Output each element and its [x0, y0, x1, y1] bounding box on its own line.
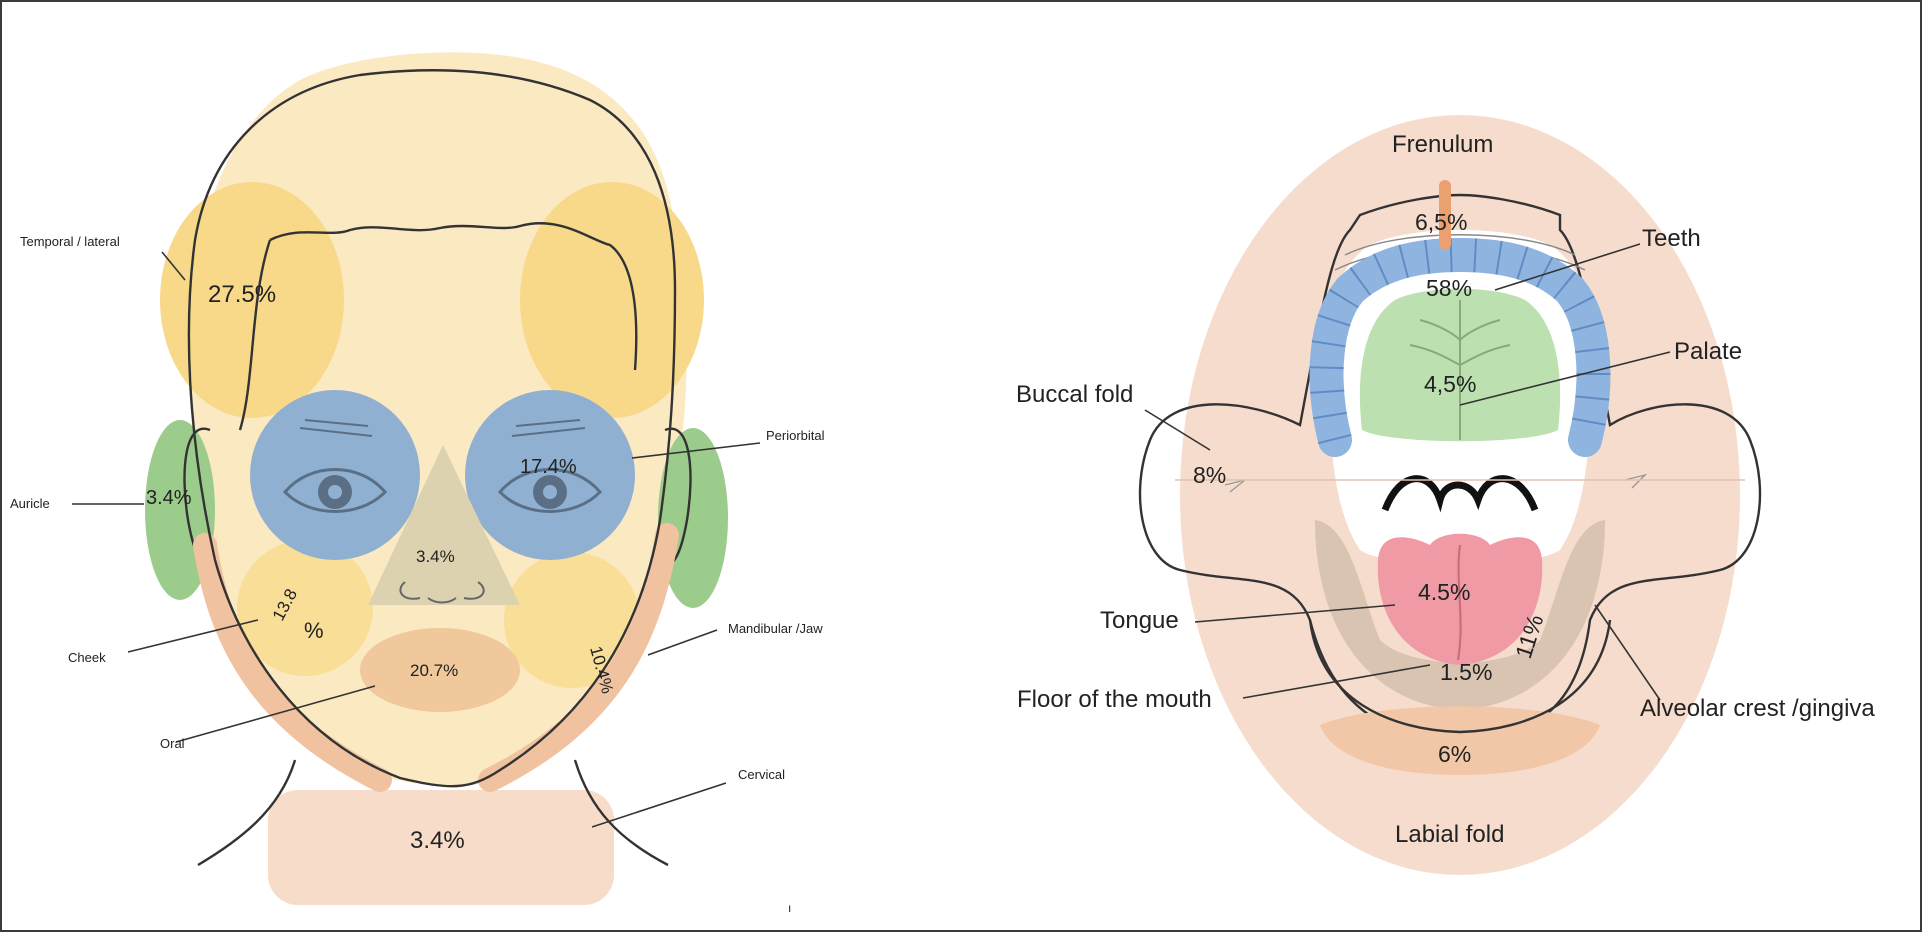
- cheek-left-region: [237, 540, 373, 676]
- value-teeth: 58%: [1426, 275, 1472, 301]
- eye-right-icon: [497, 419, 603, 513]
- hairline-left: [238, 239, 272, 431]
- leader-tongue: [1194, 604, 1396, 623]
- mouth-diagram: Frenulum Teeth Palate Buccal fold Tongue…: [1016, 115, 1875, 875]
- labial-fold-region: [1320, 706, 1600, 775]
- leader-alveolar: [1594, 604, 1661, 701]
- frenulum-region: [1439, 180, 1451, 250]
- value-floor: 1.5%: [1440, 659, 1492, 685]
- label-buccal-fold: Buccal fold: [1016, 381, 1133, 408]
- nose-icon: [399, 581, 485, 604]
- label-tongue: Tongue: [1100, 607, 1179, 634]
- label-cervical: Cervical: [738, 767, 785, 782]
- label-palate: Palate: [1674, 338, 1742, 365]
- cheek-right-region: [504, 552, 640, 688]
- upper-teeth-arch: [1309, 237, 1611, 457]
- value-cheek-percent: %: [304, 618, 324, 643]
- label-oral: Oral: [160, 736, 185, 751]
- jaw-outline: [213, 519, 662, 788]
- neck-left-line: [197, 759, 297, 867]
- eye-left-icon: [282, 419, 388, 513]
- value-temporal: 27.5%: [208, 281, 276, 308]
- cervical-region: [268, 790, 614, 905]
- oral-region: [360, 628, 520, 712]
- value-tongue: 4.5%: [1418, 579, 1470, 605]
- label-alveolar: Alveolar crest /gingiva: [1640, 695, 1875, 722]
- auricle-right-region: [658, 428, 728, 608]
- mandibular-left-band: [193, 533, 392, 792]
- vestibule-arc-1: [1344, 234, 1576, 256]
- lower-gum-region: [1315, 520, 1605, 710]
- temporal-left-region: [160, 182, 344, 418]
- face-diagram: Temporal / lateral Auricle Cheek Oral Pe…: [10, 52, 825, 915]
- tongue-midline: [1457, 544, 1462, 661]
- value-frenulum: 6,5%: [1415, 209, 1467, 235]
- label-mandibular: Mandibular /Jaw: [728, 621, 823, 636]
- buccal-outline: [1138, 193, 1762, 742]
- label-labial-fold: Labial fold: [1395, 821, 1504, 848]
- leader-periorbital: [631, 442, 761, 459]
- value-buccal-fold: 8%: [1193, 462, 1226, 488]
- label-periorbital: Periorbital: [766, 428, 825, 443]
- value-auricle: 3.4%: [146, 487, 192, 509]
- temporal-right-region: [520, 182, 704, 418]
- label-frenulum: Frenulum: [1392, 131, 1493, 158]
- label-cheek: Cheek: [68, 650, 106, 665]
- nasal-region: [368, 445, 520, 605]
- value-periorbital: 17.4%: [520, 456, 577, 478]
- value-palate: 4,5%: [1424, 371, 1476, 397]
- leader-oral: [175, 685, 376, 743]
- leader-cheek: [127, 619, 259, 653]
- stray-mark: ı: [788, 901, 791, 915]
- cheek-mark-right: [1624, 473, 1648, 489]
- value-cervical: 3.4%: [410, 827, 465, 854]
- leader-temporal: [161, 251, 186, 281]
- leader-mandibular: [647, 629, 718, 656]
- mandibular-right-band: [478, 523, 679, 792]
- label-teeth: Teeth: [1642, 225, 1701, 252]
- value-labial-fold: 6%: [1438, 741, 1471, 767]
- label-auricle: Auricle: [10, 496, 50, 511]
- leader-buccal: [1144, 409, 1211, 451]
- value-nasal: 3.4%: [416, 547, 455, 566]
- head-outline: [187, 69, 677, 561]
- uvula-icon: [1381, 475, 1539, 513]
- leader-teeth: [1494, 243, 1641, 291]
- value-oral: 20.7%: [410, 661, 458, 680]
- hairline: [269, 222, 638, 371]
- leader-cervical: [591, 782, 727, 828]
- label-temporal: Temporal / lateral: [20, 234, 120, 249]
- label-floor: Floor of the mouth: [1017, 686, 1212, 713]
- leader-floor: [1242, 664, 1431, 699]
- leader-palate: [1459, 351, 1671, 406]
- palate-raphe: [1409, 300, 1511, 440]
